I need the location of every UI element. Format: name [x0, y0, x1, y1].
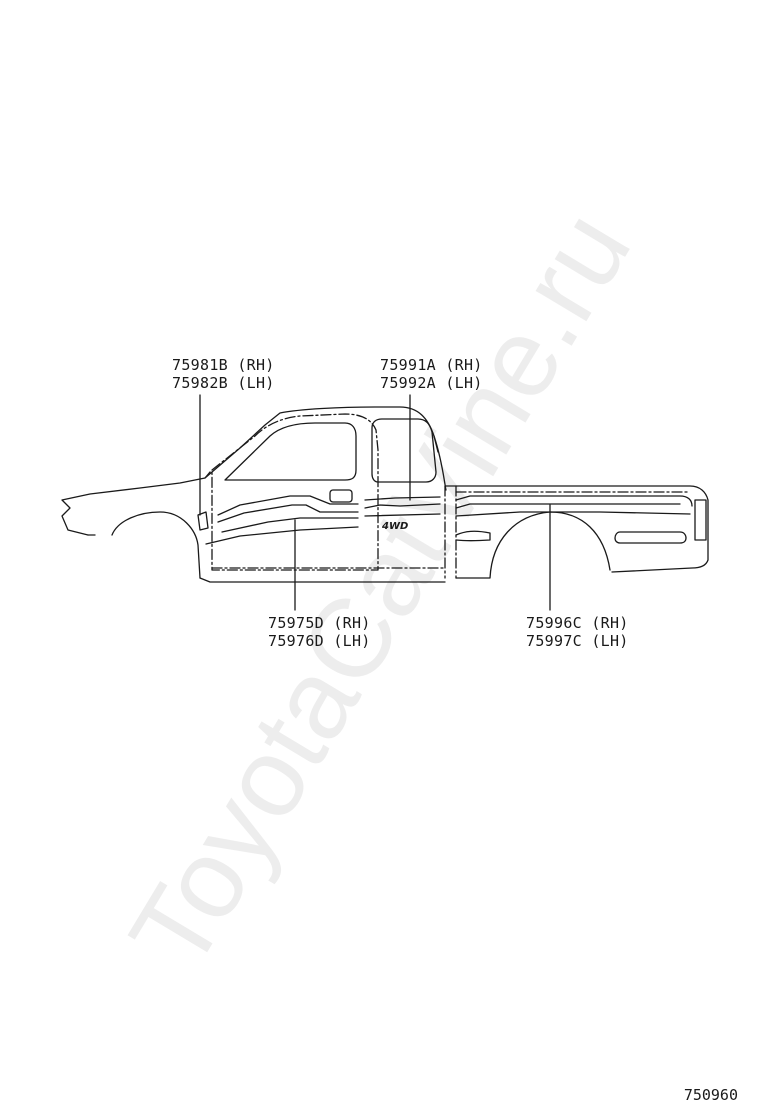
- tail-light: [694, 499, 707, 541]
- cab-panel-line: [211, 413, 379, 571]
- door-stripe-mid: [217, 504, 359, 523]
- callout-part-rh: 75991A (RH): [380, 356, 483, 374]
- door-stripe-upper: [217, 495, 359, 516]
- figure-number: 750960: [683, 1086, 738, 1104]
- bed-top: [444, 485, 709, 573]
- front-fender-outline: [61, 471, 211, 536]
- callout-part-rh: 75975D (RH): [268, 614, 371, 632]
- cab-stripe-upper: [364, 496, 441, 501]
- callout-75996C: 75996C (RH) 75997C (LH): [526, 614, 629, 650]
- cab-stripe-lower: [364, 513, 441, 517]
- callout-part-lh: 75992A (LH): [380, 374, 483, 392]
- cab-stripe-mid: [364, 503, 441, 509]
- rear-wheel-arch: [455, 511, 611, 579]
- fender-emblem: [197, 511, 209, 531]
- callout-75981B: 75981B (RH) 75982B (LH): [172, 356, 275, 392]
- front-wheel-arch: [87, 511, 201, 579]
- callout-part-rh: 75981B (RH): [172, 356, 275, 374]
- callout-part-lh: 75976D (LH): [268, 632, 371, 650]
- callout-part-lh: 75982B (LH): [172, 374, 275, 392]
- callout-75975D: 75975D (RH) 75976D (LH): [268, 614, 371, 650]
- rocker-sill: [199, 577, 446, 583]
- bed-stripe-upper: [455, 495, 693, 507]
- bed-stripe-lower: [455, 511, 691, 517]
- front-window: [224, 422, 357, 481]
- stripe-4wd-label: 4WD: [381, 521, 408, 532]
- rear-lower-trim: [614, 531, 687, 544]
- bed-lower-line: [455, 530, 491, 542]
- callout-75991A: 75991A (RH) 75992A (LH): [380, 356, 483, 392]
- door-stripe-bottom: [205, 526, 359, 545]
- rear-side-window: [371, 418, 437, 483]
- cab-roof: [204, 406, 439, 479]
- callout-part-rh: 75996C (RH): [526, 614, 629, 632]
- side-mirror: [329, 489, 353, 503]
- door-stripe-lower: [221, 517, 359, 533]
- callout-part-lh: 75997C (LH): [526, 632, 629, 650]
- bed-stripe-mid: [455, 503, 681, 509]
